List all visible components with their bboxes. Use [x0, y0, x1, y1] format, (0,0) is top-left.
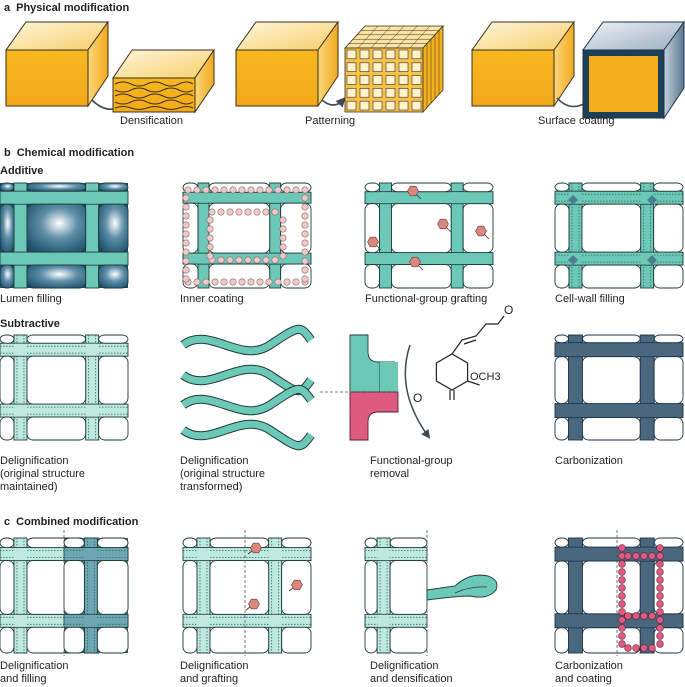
lumen-filling-diagram: [0, 182, 129, 289]
delignification-grafting-diagram: [182, 530, 312, 656]
delignification-densification-diagram: [364, 530, 498, 656]
molecule-methoxy-label: OCH3: [470, 371, 501, 383]
densified-block-icon: [112, 48, 215, 114]
patterned-lattice-icon: [344, 24, 444, 114]
patterning-label: Patterning: [305, 115, 356, 127]
cell-wall-filling-label: Cell-wall filling: [555, 293, 625, 305]
inner-coating-label: Inner coating: [180, 293, 244, 305]
patterning-arrow: [321, 97, 346, 108]
coated-block-icon: [582, 20, 685, 120]
densification-label: Densification: [120, 115, 183, 127]
molecule-oxygen-label: O: [413, 391, 422, 405]
carb-coating-label: Carbonization and coating: [555, 660, 623, 685]
lumen-filling-label: Lumen filling: [0, 293, 62, 305]
delignification-filling-diagram: [0, 530, 129, 656]
wood-block-icon: [5, 20, 109, 108]
wood-block-icon: [471, 20, 575, 108]
subtractive-heading: Subtractive: [0, 318, 60, 330]
functional-group-grafting-diagram: [364, 182, 494, 289]
carbonization-coating-diagram: [554, 530, 684, 656]
inner-coating-diagram: [182, 182, 312, 289]
wood-block-icon: [235, 20, 339, 108]
delig-filling-label: Delignification and filling: [0, 660, 69, 685]
svg-text:O: O: [504, 303, 513, 317]
functional-group-removal-diagram: O: [320, 303, 513, 441]
delig-grafting-label: Delignification and grafting: [180, 660, 249, 685]
cell-wall-filling-diagram: [554, 182, 684, 289]
carbonization-diagram: [554, 334, 684, 441]
delig-maintained-label: Delignification (original structure main…: [0, 455, 85, 493]
delig-transformed-label: Delignification (original structure tran…: [180, 455, 265, 493]
carbonization-label: Carbonization: [555, 455, 623, 467]
additive-heading: Additive: [0, 165, 44, 177]
delignification-maintained-diagram: [0, 334, 129, 441]
surface-coating-label: Surface coating: [538, 115, 615, 127]
delignification-transformed-diagram: [180, 324, 315, 451]
delig-densification-label: Delignification and densification: [370, 660, 453, 685]
fg-removal-label: Functional-group removal: [370, 455, 453, 480]
grafting-label: Functional-group grafting: [365, 293, 488, 305]
